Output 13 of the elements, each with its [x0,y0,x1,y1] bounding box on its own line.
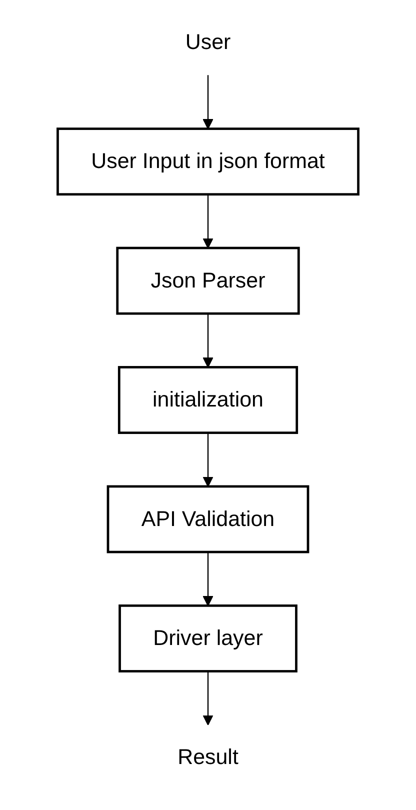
arrow [202,671,214,726]
node-text: Result [178,745,238,769]
node-box: API Validation [106,485,310,554]
arrow [202,432,214,487]
arrow [202,75,214,130]
node-box: Json Parser [116,246,300,315]
arrow [202,314,214,368]
arrow [202,194,214,248]
node-box: User Input in json format [56,128,360,196]
node-box: initialization [118,366,298,434]
arrow [202,552,214,606]
node-box: Driver layer [118,604,298,672]
node-text: User [185,30,231,54]
